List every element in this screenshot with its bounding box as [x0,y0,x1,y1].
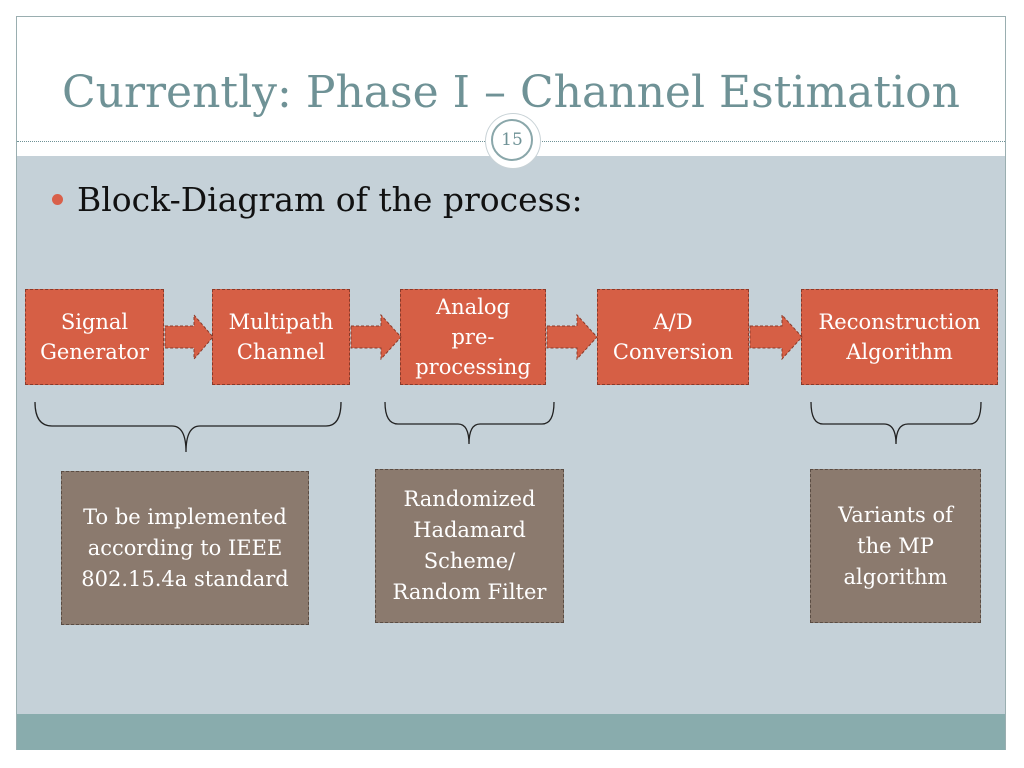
brace-icon [34,401,342,453]
footer-bar [17,714,1005,750]
note-line: Hadamard [413,518,526,542]
slide-title: Currently: Phase I – Channel Estimation [61,67,960,118]
note-line: Variants of [838,502,953,527]
page-number: 15 [491,119,533,161]
note-line: algorithm [843,564,948,589]
block-label-line: A/D [653,310,693,334]
block-label-line: Analog [435,295,510,319]
note-line: Scheme/ [423,549,516,573]
bullet-text: Block-Diagram of the process: [77,180,583,219]
note-line: To be implemented [83,504,287,529]
block-label-line: pre- [451,325,495,349]
block-label-line: Reconstruction [818,310,981,334]
arrow-right-icon [350,314,402,360]
block-label-line: Signal [60,310,129,334]
block-signal-generator: Signal Generator [25,289,164,385]
note-ieee-standard: To be implemented according to IEEE 802.… [61,471,309,625]
block-label-line: Algorithm [846,340,953,364]
note-line: according to IEEE [87,535,283,560]
arrow-right-icon [164,314,214,360]
block-reconstruction-algorithm: Reconstruction Algorithm [801,289,998,385]
bullet-item: Block-Diagram of the process: [52,180,583,219]
block-label-line: Multipath [228,310,334,334]
block-label-line: Conversion [612,340,734,364]
arrow-right-icon [546,314,598,360]
bullet-icon [52,193,63,205]
note-line: Randomized [403,487,536,511]
block-label-line: processing [415,355,531,379]
note-line: the MP [857,533,934,558]
block-label-line: Generator [40,340,149,364]
block-label-line: Channel [236,340,326,364]
brace-icon [384,401,555,445]
note-line: Random Filter [392,580,547,604]
brace-icon [810,401,982,445]
note-hadamard-scheme: Randomized Hadamard Scheme/ Random Filte… [375,469,564,623]
note-line: 802.15.4a standard [81,566,289,591]
note-mp-variants: Variants of the MP algorithm [810,469,981,623]
block-ad-conversion: A/D Conversion [597,289,749,385]
block-multipath-channel: Multipath Channel [212,289,350,385]
page-number-badge: 15 [486,114,540,168]
block-analog-preprocessing: Analog pre- processing [400,289,546,385]
arrow-right-icon [749,314,803,360]
